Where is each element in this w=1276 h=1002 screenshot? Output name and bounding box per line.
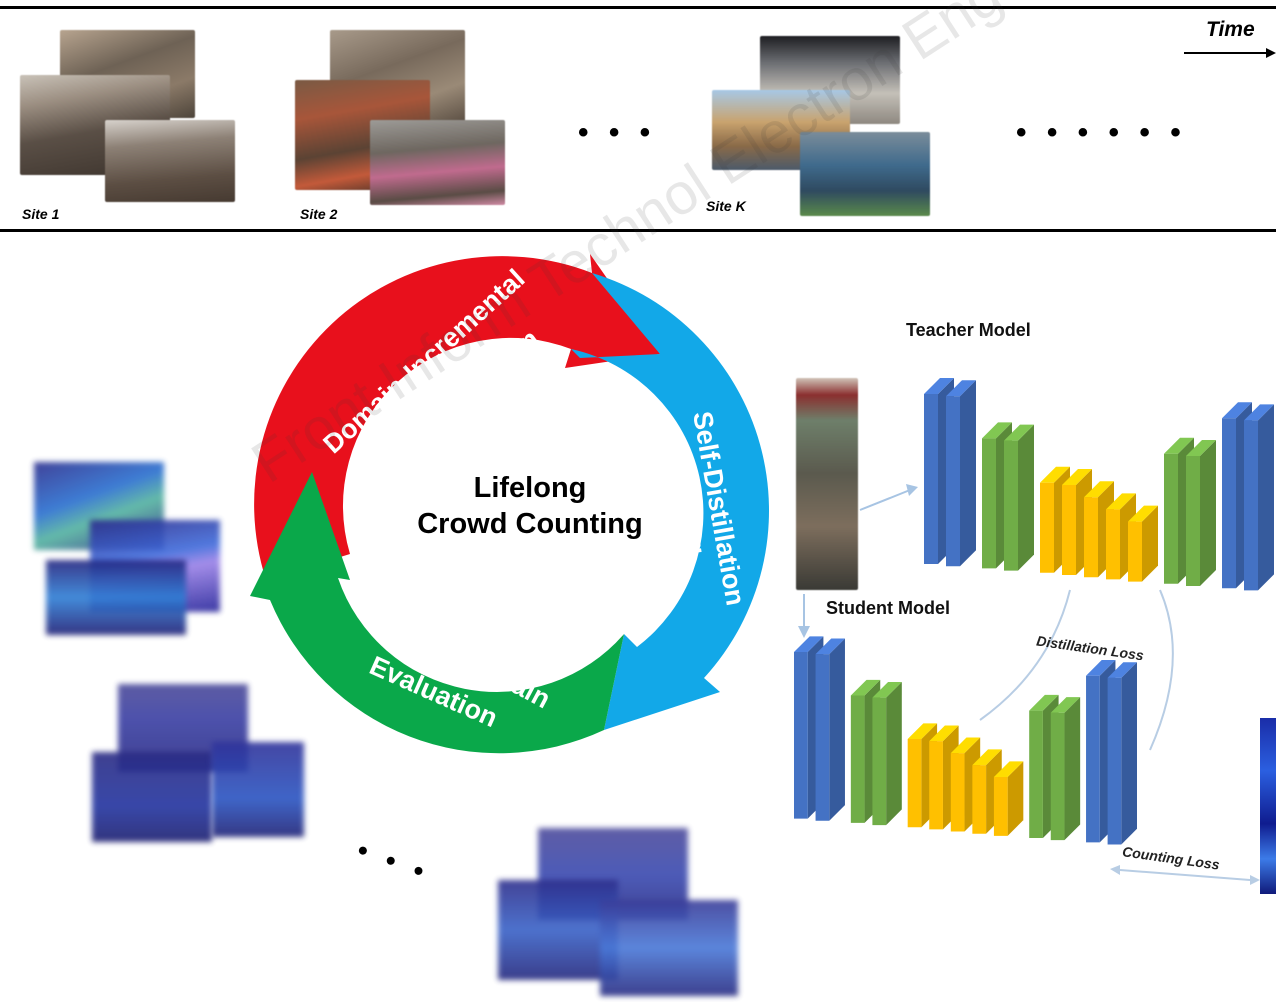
teacher-network [924,378,1274,591]
lifecycle-cycle [250,254,770,754]
red-arrow [254,254,661,580]
network-layer-10 [1050,697,1081,841]
density-map-3b [498,880,618,980]
site2-label: Site 2 [300,206,338,222]
timeline-ellipsis-short: • • • [578,116,657,149]
network-layer-12 [1244,404,1274,591]
loss-arrows [979,589,1260,885]
network-layer-1 [946,380,976,567]
input-crowd-image [796,378,858,590]
blue-arrow [571,273,770,730]
student-network [794,636,1137,845]
output-density-map [1260,718,1276,894]
density-map-1c [46,560,186,635]
center-title-line1: Lifelong [473,472,587,504]
timeline-bottom-rule [0,229,1276,232]
site1-label: Site 1 [22,206,60,222]
sitek-label: Site K [706,198,746,214]
site1-photo-front [105,120,235,202]
network-layer-1 [815,638,845,821]
timeline-top-rule [0,6,1276,9]
network-layer-10 [1186,440,1216,586]
density-map-3c [600,900,738,996]
site2-photo-front [370,120,505,205]
student-model-label: Student Model [826,598,950,618]
network-layer-8 [993,761,1024,836]
time-label: Time [1206,18,1255,41]
flow-arrows [798,484,918,638]
network-layer-3 [872,681,902,826]
time-arrow-icon [1184,48,1276,58]
cycle-labels: Domain-Incremental Data Acquisition Self… [317,263,750,733]
center-title-line2: Crowd Counting [417,508,643,541]
network-layer-3 [1004,424,1034,571]
cycle-center-title: Lifelong Crowd Counting [380,470,680,543]
density-ellipsis: • • • [353,834,435,889]
network-layer-12 [1107,662,1137,845]
timeline-ellipsis-long: • • • • • • [1016,116,1187,149]
sitek-photo-front [800,132,930,216]
density-map-2c [212,742,304,837]
density-map-2b [92,752,212,842]
teacher-model-label: Teacher Model [906,320,1031,340]
network-layer-6 [950,737,981,832]
network-layer-8 [1128,505,1158,582]
green-arrow [250,472,624,754]
